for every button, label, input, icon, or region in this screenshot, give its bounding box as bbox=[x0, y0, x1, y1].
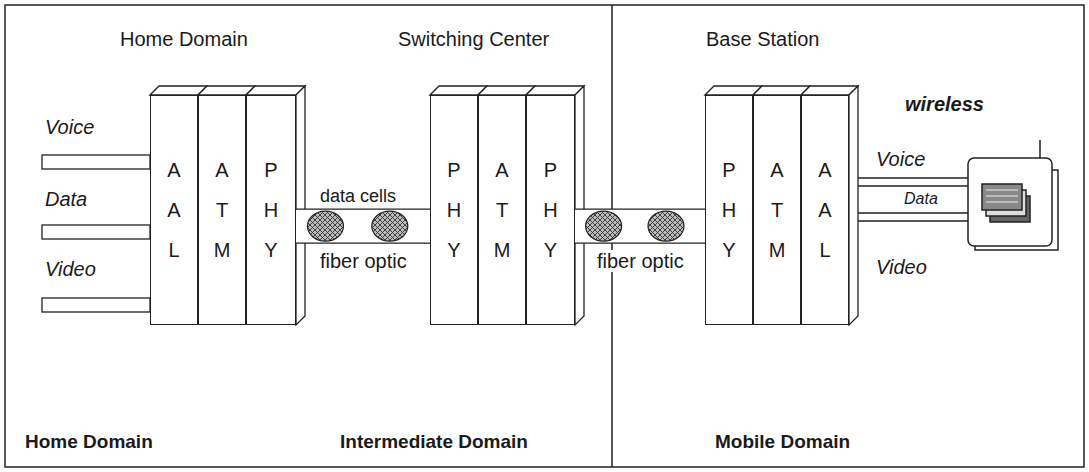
slab-depth bbox=[150, 86, 858, 325]
layer-letters: P H Y bbox=[443, 150, 465, 270]
stack-heading: Switching Center bbox=[398, 28, 549, 50]
phy-layer: P H Y bbox=[526, 95, 575, 325]
signal-label: Video bbox=[876, 256, 927, 278]
layer-letters: A A L bbox=[163, 150, 185, 270]
layer-letters: A T M bbox=[491, 150, 513, 270]
cell-label: data cells bbox=[320, 187, 396, 207]
layer-letters: P H Y bbox=[540, 150, 562, 270]
connector-label: fiber optic bbox=[595, 250, 686, 272]
fiber-connector bbox=[296, 209, 430, 243]
stack-heading: Home Domain bbox=[120, 28, 248, 50]
phy-layer: P H Y bbox=[705, 95, 753, 325]
connector-label: fiber optic bbox=[318, 250, 409, 272]
outer-frame bbox=[5, 5, 1084, 467]
medium-label: wireless bbox=[905, 93, 984, 115]
layer-letters: P H Y bbox=[260, 150, 282, 270]
layer-letters: A T M bbox=[766, 150, 788, 270]
aal-layer: A A L bbox=[801, 95, 849, 325]
domain-label: Mobile Domain bbox=[715, 432, 850, 453]
layer-letters: A A L bbox=[814, 150, 836, 270]
wireless-terminal bbox=[968, 140, 1058, 250]
domain-label: Home Domain bbox=[25, 432, 153, 453]
stack-heading: Base Station bbox=[706, 28, 819, 50]
phy-layer: P H Y bbox=[430, 95, 478, 325]
fiber-connector bbox=[575, 209, 705, 243]
aal-layer: A A L bbox=[150, 95, 198, 325]
output-lines bbox=[849, 178, 968, 221]
signal-label: Data bbox=[45, 188, 87, 210]
signal-label: Voice bbox=[45, 116, 94, 138]
atm-layer: A T M bbox=[753, 95, 801, 325]
input-stubs bbox=[42, 155, 150, 312]
layer-letters: A T M bbox=[211, 150, 233, 270]
domain-label: Intermediate Domain bbox=[340, 432, 528, 453]
phy-layer: P H Y bbox=[246, 95, 296, 325]
signal-label: Voice bbox=[876, 148, 925, 170]
signal-label: Video bbox=[45, 258, 96, 280]
layer-letters: P H Y bbox=[718, 150, 740, 270]
signal-label: Data bbox=[902, 190, 940, 208]
atm-layer: A T M bbox=[198, 95, 246, 325]
atm-layer: A T M bbox=[478, 95, 526, 325]
